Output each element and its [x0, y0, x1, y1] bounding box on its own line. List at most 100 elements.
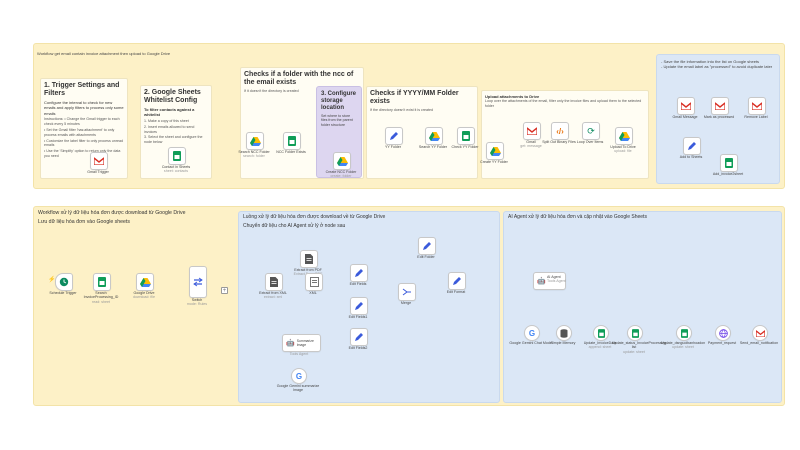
merge-icon [398, 283, 416, 301]
pencil-icon [385, 127, 403, 145]
note-trigger-title: 1. Trigger Settings and Filters [44, 82, 120, 98]
node-label: Edit Fields1 [348, 315, 368, 319]
node-xml[interactable]: XML [305, 273, 335, 295]
google-sheets-icon [593, 325, 609, 341]
node-final-sheets[interactable]: Add_invoice2sheet [713, 154, 750, 176]
node-add-to-sheets[interactable]: Add to Sheets [680, 137, 713, 159]
node-edit-format[interactable]: Edit Format [447, 272, 478, 294]
node-schedule-trigger[interactable]: Schedule Trigger [49, 273, 85, 295]
node-merge[interactable]: Merge [398, 283, 428, 305]
note-trigger-settings: 1. Trigger Settings and Filters Configur… [40, 78, 128, 179]
node-payment-request[interactable]: Payment_request [708, 325, 744, 345]
google-sheets-icon [93, 273, 111, 291]
node-yy-folder[interactable]: YY Folder [385, 127, 415, 149]
google-drive-icon [486, 142, 504, 160]
node-label: Google Gemini summarize Image [276, 384, 320, 393]
node-label: Edit Fields2 [348, 346, 368, 350]
node-edit-fields2[interactable]: Edit Fields2 [349, 328, 380, 350]
node-edit-folder[interactable]: Edit Folder [417, 237, 448, 259]
node-send-email[interactable]: Send_email_notification [740, 325, 781, 345]
pencil-icon [350, 328, 368, 346]
node-label: Mark as processed [703, 115, 735, 119]
node-edit-fields[interactable]: Edit Fields [350, 264, 380, 286]
node-loop-over[interactable]: ⟳ Loop Over Items [577, 122, 612, 144]
switch-icon [189, 266, 207, 298]
gmail-icon [752, 325, 768, 341]
google-sheets-icon [283, 132, 301, 150]
pencil-icon [683, 137, 701, 155]
google-gemini-icon: G [291, 368, 307, 384]
node-edit-fields1[interactable]: Edit Fields1 [349, 297, 380, 319]
workflow1-title: Workflow get email contain invoice attac… [37, 51, 171, 56]
robot-icon: 🤖 [533, 272, 566, 290]
node-label: Gmail Message [672, 115, 698, 119]
node-label: Schedule Trigger [49, 291, 77, 295]
google-sheets-icon [168, 147, 186, 165]
node-label: Edit Fields [349, 282, 367, 286]
note-finish-line: - Save the file information into the lis… [661, 59, 760, 64]
node-create-yy[interactable]: Create YY Folder [480, 142, 516, 164]
node-split-attachment[interactable]: ‹/› Split Out Binary Files [542, 122, 581, 144]
node-simple-memory[interactable]: Simple Memory [551, 325, 585, 345]
note-ncc-folder-line: If it doesn't the directory is created [244, 89, 299, 94]
node-check-yy[interactable]: Check YY Folder [451, 127, 487, 149]
workflow2-subtitle: Lưu dữ liệu hóa đơn vào Google sheets [38, 219, 130, 225]
node-label: Merge [400, 301, 412, 305]
node-label: Payment_request [707, 341, 737, 345]
note-whitelist-line: 2. Insert emails allowed to send invoice… [144, 124, 195, 134]
node-label: Edit Format [446, 290, 466, 294]
node-gmail-msg1[interactable]: Gmail Message [673, 97, 707, 119]
note-yyyymm-line: If the directory doesn't exist it is cre… [370, 108, 434, 113]
node-label: NCC Folder Exists [276, 150, 306, 154]
gmail-icon [677, 97, 695, 115]
loop-icon: ⟳ [582, 122, 600, 140]
node-label: XML [309, 291, 317, 295]
node-gmail-msg2[interactable]: Mark as processed [704, 97, 741, 119]
note-trigger-line: • Use the 'Simplify' option to return on… [44, 149, 121, 159]
node-summarize-image[interactable]: 🤖Summarize Image Tools Agent [282, 334, 321, 356]
google-drive-icon [246, 132, 264, 150]
node-gemini-image[interactable]: G Google Gemini summarize Image [277, 368, 320, 393]
node-label: Split Out Binary Files [542, 140, 576, 144]
node-gemini-chat[interactable]: G Google Gemini Chat Model [509, 325, 553, 345]
node-gmail-trigger[interactable]: Gmail Trigger [87, 152, 120, 174]
code-icon: ‹/› [551, 122, 569, 140]
note-whitelist-line: To filter contacts against a whitelist [144, 107, 195, 118]
add-node-plus-icon[interactable]: + [221, 287, 228, 294]
google-drive-icon [333, 152, 351, 170]
clock-icon [55, 273, 73, 291]
node-search-yy[interactable]: Search YY Folder [419, 127, 455, 149]
node-ncc-folder-exists[interactable]: NCC Folder Exists [276, 132, 313, 154]
document-icon [265, 273, 283, 291]
document-icon [300, 250, 318, 268]
note-storage-title: 3. Configure storage location [321, 91, 357, 111]
note-storage-line: Set where to store files from the parent… [321, 113, 353, 128]
node-gmail-msg3[interactable]: Remove Label [744, 97, 778, 119]
gmail-icon [711, 97, 729, 115]
pencil-icon [448, 272, 466, 290]
node-inline-label: Summarize Image [296, 339, 314, 347]
google-gemini-icon: G [524, 325, 540, 341]
google-drive-icon [425, 127, 443, 145]
note-trigger-line: Instructions: • Change the Gmail trigger… [44, 117, 120, 127]
